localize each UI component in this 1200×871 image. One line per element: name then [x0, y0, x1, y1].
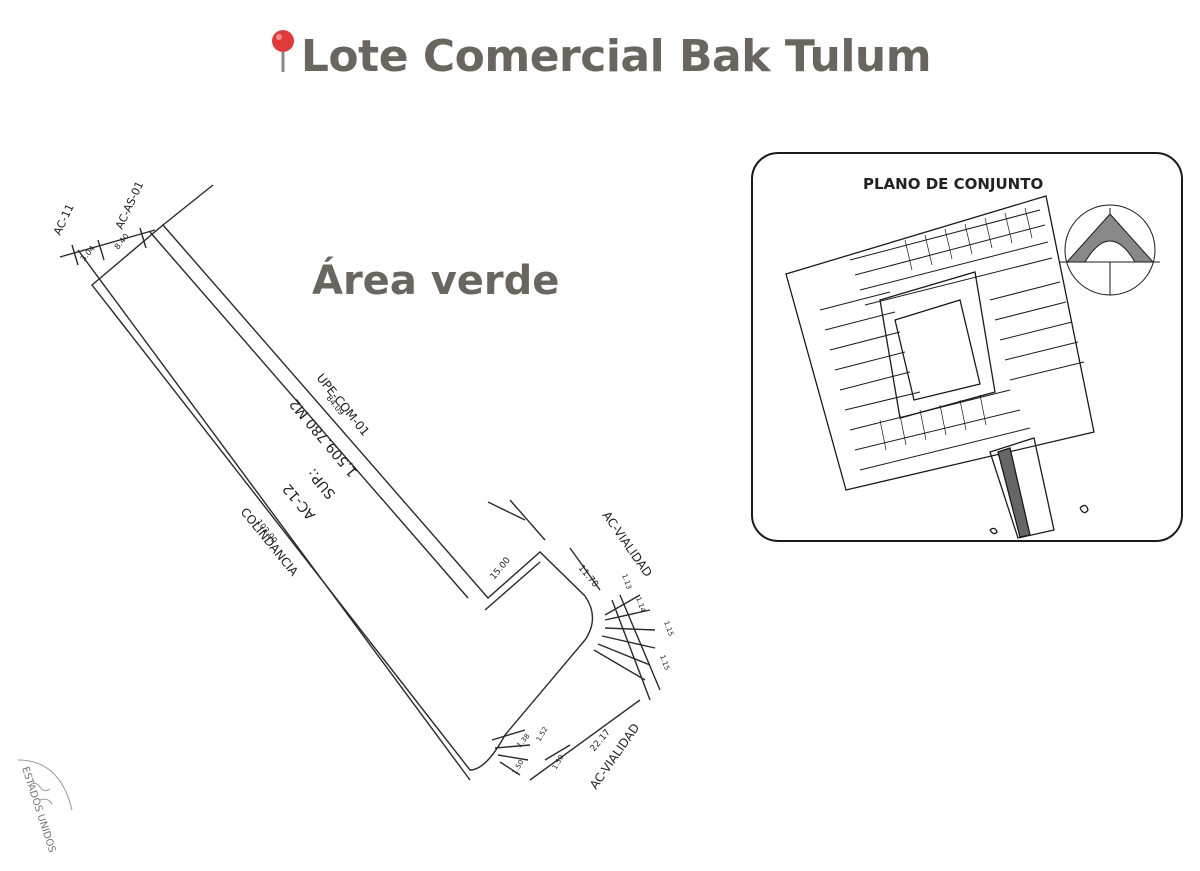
dim-22-17: 22.17 [589, 728, 613, 754]
inset-plano-de-conjunto: PLANO DE CONJUNTO [751, 152, 1183, 542]
area-verde-label: Área verde [312, 258, 560, 304]
dim-1-52: 1.52 [535, 725, 550, 743]
dim-1-38: 1.38 [515, 732, 531, 749]
lot-label-ac-as-01: AC-AS-01 [113, 179, 146, 231]
lot-label-sup: SUP.: [305, 465, 339, 502]
stamp-seal [17, 759, 73, 811]
dim-11-70: 11.70 [576, 564, 600, 590]
dim-1-15-b: 1.15 [658, 654, 671, 671]
stamp-text: ESTADOS UNIDOS [19, 766, 57, 855]
pin-icon [269, 28, 297, 85]
lot-label-vialidad-2: AC-VIALIDAD [587, 721, 642, 792]
dim-1-50-a: 1.50 [511, 758, 526, 776]
north-arrow-icon [1060, 204, 1160, 296]
lot-label-ac11: AC-11 [51, 202, 77, 237]
page-title-text: Lote Comercial Bak Tulum [300, 31, 932, 82]
dim-1-14: 1.14 [634, 596, 647, 614]
dim-15-00: 15.00 [489, 556, 513, 582]
dim-8-40: 8.40 [113, 232, 131, 251]
page-title: Lote Comercial Bak Tulum [0, 28, 1200, 85]
inset-title: PLANO DE CONJUNTO [863, 175, 1043, 193]
dim-1-15-a: 1.15 [662, 620, 675, 637]
site-plan [785, 195, 1095, 539]
lot-label-vialidad-1: AC-VIALIDAD [600, 509, 655, 580]
dim-1-13: 1.13 [620, 573, 633, 590]
lot-outline [91, 224, 594, 771]
